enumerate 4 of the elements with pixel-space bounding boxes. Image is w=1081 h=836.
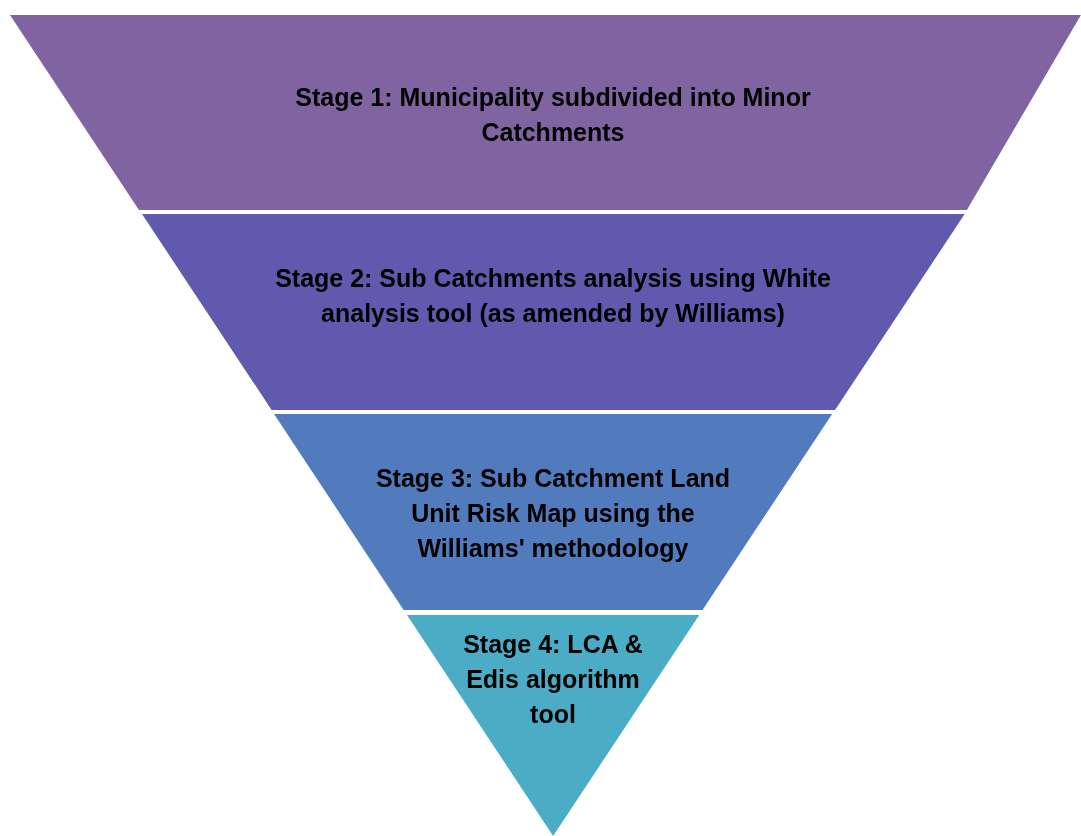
stage-label: Stage 4: LCA & Edis algorithm tool [462, 629, 644, 730]
stage-label: Stage 2: Sub Catchments analysis using White analysis tool (as amended by Williams) [274, 263, 832, 329]
stage-label: Stage 3: Sub Catchment Land Unit Risk Map using the Williams' methodology [374, 463, 732, 564]
stage-label: Stage 1: Municipality subdivided into Minor Catchments [294, 82, 812, 148]
